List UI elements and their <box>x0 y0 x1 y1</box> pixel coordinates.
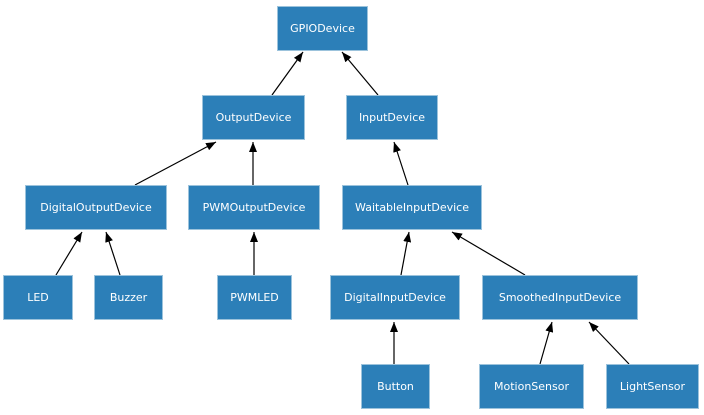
class-node-label: Button <box>377 380 414 393</box>
inheritance-edge-digitalinputdevice-to-waitableinputdevice <box>400 231 412 276</box>
class-node-gpiodevice: GPIODevice <box>277 6 368 51</box>
class-node-label: LightSensor <box>619 380 686 393</box>
class-node-waitableinputdevice: WaitableInputDevice <box>342 185 482 230</box>
class-node-label: LED <box>27 291 49 304</box>
inheritance-edge-led-to-digitaloutputdevice <box>55 231 83 276</box>
inheritance-edge-outputdevice-to-gpiodevice <box>271 51 304 96</box>
class-node-label: PWMOutputDevice <box>202 201 306 214</box>
class-node-label: Buzzer <box>109 291 148 304</box>
class-node-buzzer: Buzzer <box>94 275 163 320</box>
class-node-digitaloutputdevice: DigitalOutputDevice <box>25 185 167 230</box>
class-node-label: SmoothedInputDevice <box>498 291 622 304</box>
class-node-smoothedinputdevice: SmoothedInputDevice <box>482 275 638 320</box>
class-node-pwmoutputdevice: PWMOutputDevice <box>188 185 320 230</box>
class-node-outputdevice: OutputDevice <box>202 95 305 140</box>
inheritance-edge-motionsensor-to-smoothedinputdevice <box>539 321 554 365</box>
class-node-digitalinputdevice: DigitalInputDevice <box>330 275 460 320</box>
inheritance-edge-inputdevice-to-gpiodevice <box>341 51 379 96</box>
class-node-label: DigitalInputDevice <box>344 291 446 304</box>
class-node-label: InputDevice <box>358 111 426 124</box>
inheritance-edge-buzzer-to-digitaloutputdevice <box>105 231 121 276</box>
class-node-inputdevice: InputDevice <box>346 95 438 140</box>
class-node-label: MotionSensor <box>494 380 569 393</box>
inheritance-edge-digitaloutputdevice-to-outputdevice <box>134 141 217 186</box>
inheritance-edge-smoothedinputdevice-to-waitableinputdevice <box>451 231 526 276</box>
class-node-label: PWMLED <box>230 291 279 304</box>
class-node-motionsensor: MotionSensor <box>479 364 584 409</box>
class-node-label: WaitableInputDevice <box>355 201 469 214</box>
class-node-button: Button <box>361 364 430 409</box>
class-node-label: DigitalOutputDevice <box>40 201 152 214</box>
class-node-label: GPIODevice <box>290 22 355 35</box>
class-node-led: LED <box>3 275 73 320</box>
class-node-pwmled: PWMLED <box>217 275 292 320</box>
class-node-label: OutputDevice <box>215 111 292 124</box>
class-node-lightsensor: LightSensor <box>606 364 699 409</box>
inheritance-edge-lightsensor-to-smoothedinputdevice <box>588 321 630 365</box>
inheritance-edge-waitableinputdevice-to-inputdevice <box>393 141 409 186</box>
